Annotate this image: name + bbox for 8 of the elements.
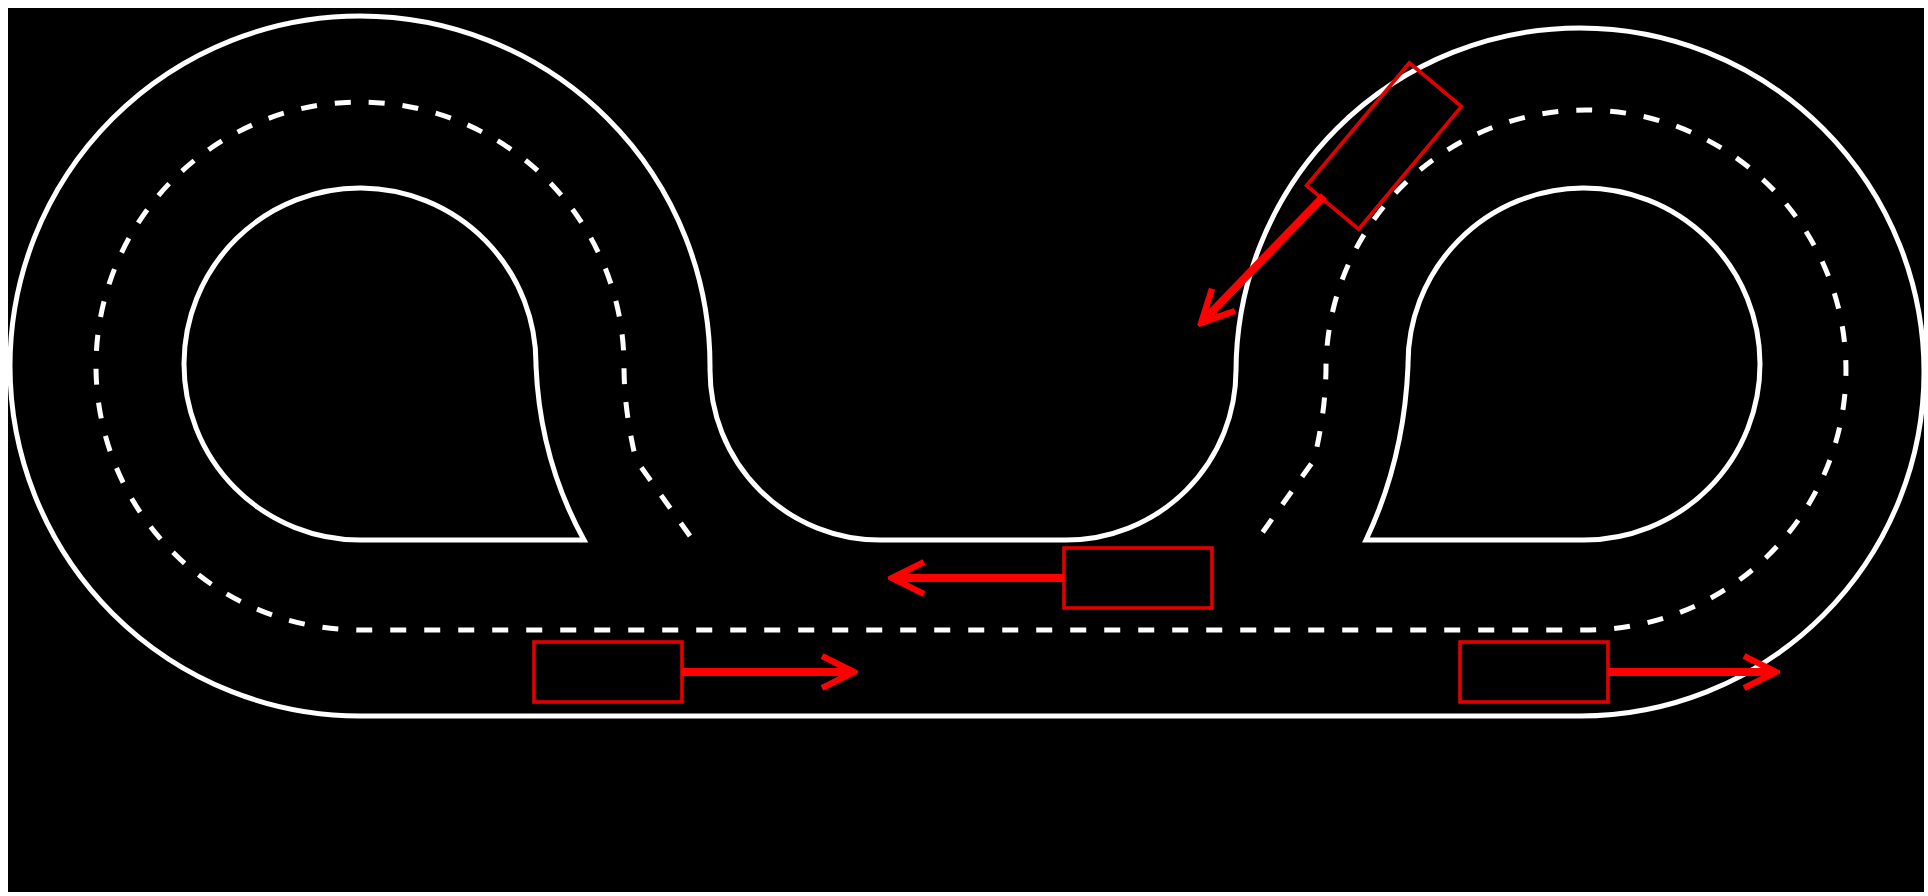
arrow bbox=[1608, 652, 1780, 692]
car bbox=[532, 640, 684, 704]
arrow bbox=[888, 558, 1064, 598]
car bbox=[1062, 546, 1214, 610]
arrow bbox=[682, 652, 858, 692]
car bbox=[1304, 60, 1464, 232]
arrow bbox=[1198, 193, 1327, 327]
car bbox=[1458, 640, 1610, 704]
